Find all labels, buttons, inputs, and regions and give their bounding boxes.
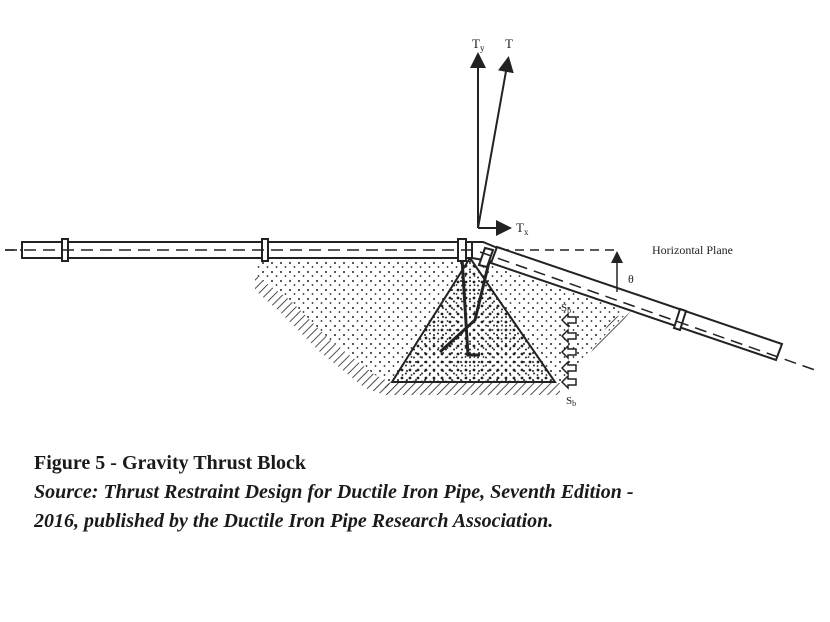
sb-top-label: Sb [561,302,571,315]
sb-bottom-label: Sb [566,395,576,408]
inclined-pipe [471,241,784,362]
t-label: T [505,36,513,51]
theta-label: θ [628,272,634,286]
horizontal-plane-label: Horizontal Plane [652,243,733,257]
figure-title: Figure 5 - Gravity Thrust Block [34,452,307,474]
anchor-strap [438,257,492,357]
soil-hatching-bottom [385,383,560,395]
t-vector [477,56,514,229]
soil-hatching-left [255,275,390,395]
source-line-2: 2016, published by the Ductile Iron Pipe… [34,510,554,532]
ty-label: Ty [472,36,485,53]
source-line-1: Source: Thrust Restraint Design for Duct… [34,481,634,503]
soil-hatching-right [585,312,630,362]
tx-label: Tx [516,220,529,237]
soil-bearing-arrows [560,312,577,390]
